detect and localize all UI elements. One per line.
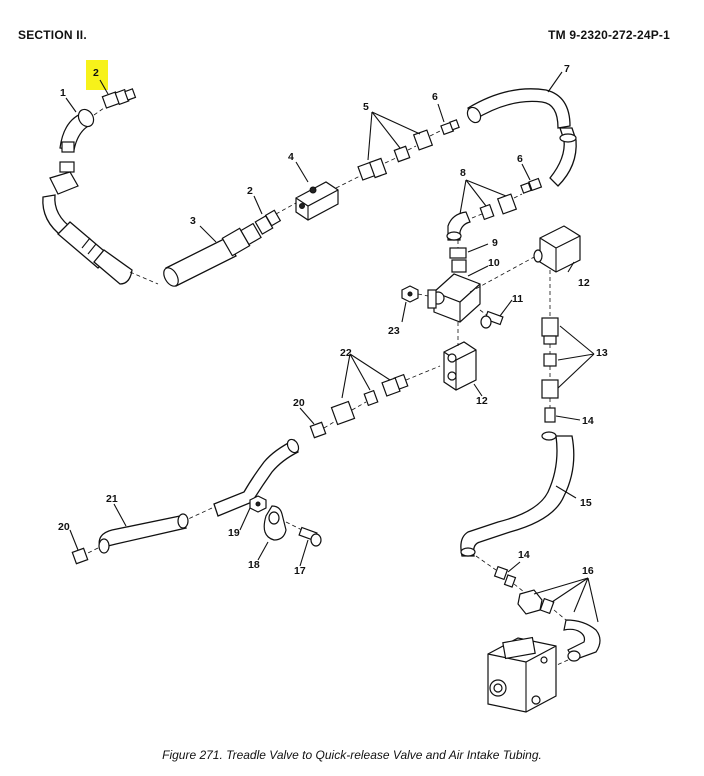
callout-7: 7 bbox=[564, 63, 570, 75]
callout-6-upper: 6 bbox=[432, 91, 438, 103]
upper-left-tube-assembly bbox=[42, 88, 159, 285]
fitting-group-13 bbox=[541, 317, 559, 423]
section-header: SECTION II. bbox=[18, 28, 87, 42]
manual-number: TM 9-2320-272-24P-1 bbox=[548, 28, 670, 42]
callout-labels: 1 2 3 2 4 5 6 7 6 8 9 10 11 12 23 13 22 … bbox=[58, 63, 608, 577]
callout-10: 10 bbox=[488, 257, 500, 269]
fitting-group-22 bbox=[309, 365, 441, 439]
callout-6-lower: 6 bbox=[517, 153, 523, 165]
fitting-group-5 bbox=[357, 119, 460, 181]
callout-12-lower: 12 bbox=[476, 395, 488, 407]
figure-caption: Figure 271. Treadle Valve to Quick-relea… bbox=[162, 748, 542, 762]
callout-14-upper: 14 bbox=[582, 415, 594, 427]
callout-22: 22 bbox=[340, 347, 352, 359]
valve-block-12-lower bbox=[443, 322, 477, 391]
leader-lines bbox=[65, 71, 599, 623]
elbow-group-8 bbox=[446, 193, 523, 241]
callout-13: 13 bbox=[596, 347, 608, 359]
callout-2: 2 bbox=[247, 185, 253, 197]
callout-20-middle: 20 bbox=[293, 397, 305, 409]
callout-11: 11 bbox=[512, 293, 523, 305]
callout-5: 5 bbox=[363, 101, 369, 113]
valve-block-12-upper bbox=[533, 225, 581, 318]
clamp-assembly bbox=[249, 495, 322, 547]
callout-23: 23 bbox=[388, 325, 400, 337]
callout-18: 18 bbox=[248, 559, 260, 571]
callout-19: 19 bbox=[228, 527, 240, 539]
callout-15: 15 bbox=[580, 497, 592, 509]
tube-7 bbox=[466, 88, 577, 194]
tube-15 bbox=[460, 431, 575, 588]
valve-block-10 bbox=[401, 240, 537, 329]
callout-21: 21 bbox=[106, 493, 118, 505]
quick-release-valve-body bbox=[487, 636, 557, 713]
callout-8: 8 bbox=[460, 167, 466, 179]
callout-16: 16 bbox=[582, 565, 594, 577]
callout-highlight bbox=[86, 60, 108, 90]
callout-3: 3 bbox=[190, 215, 196, 227]
callout-4: 4 bbox=[288, 151, 294, 163]
callout-2-highlighted: 2 bbox=[93, 67, 99, 79]
callout-20-lower: 20 bbox=[58, 521, 70, 533]
exploded-parts-diagram: 1 2 3 2 4 5 6 7 6 8 9 10 11 12 23 13 22 … bbox=[42, 60, 608, 713]
fitting-group-16 bbox=[513, 583, 601, 669]
callout-9: 9 bbox=[492, 237, 498, 249]
callout-12-upper: 12 bbox=[578, 277, 590, 289]
sleeve-and-fittings bbox=[163, 202, 297, 287]
callout-17: 17 bbox=[294, 565, 306, 577]
hose-21 bbox=[71, 438, 300, 565]
callout-1: 1 bbox=[60, 87, 66, 99]
callout-14-lower: 14 bbox=[518, 549, 530, 561]
tee-fitting bbox=[295, 175, 361, 221]
